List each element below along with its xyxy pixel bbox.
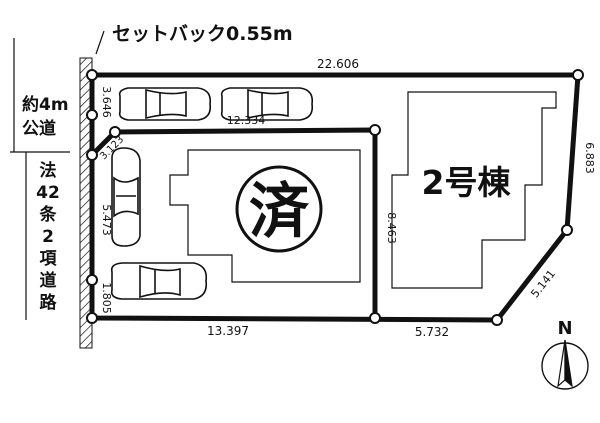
road-legal-char: 項 <box>40 249 58 269</box>
corner-marker <box>86 312 98 324</box>
sold-stamp-text: 済 <box>249 177 310 247</box>
building-footprint-lot-1 <box>169 149 361 283</box>
north-arrow-needle-left <box>557 339 566 388</box>
dimension-bottom-left: 13.397 <box>207 324 249 338</box>
road-legal-char: 道 <box>40 270 57 291</box>
corner-marker <box>86 149 98 161</box>
setback-label: セットバック0.55m <box>112 23 293 45</box>
dimension-inner-top: 12.334 <box>227 114 266 127</box>
road-legal-char: 路 <box>40 292 58 313</box>
car-icon <box>110 262 208 300</box>
road-width-label: 約4m <box>22 94 69 115</box>
corner-marker <box>369 124 381 136</box>
car-icon <box>118 87 212 121</box>
north-label: N <box>557 318 572 339</box>
corner-marker <box>109 126 121 138</box>
north-arrow: N <box>541 318 589 390</box>
dimension-top: 22.606 <box>317 57 359 71</box>
car-icon <box>111 147 141 247</box>
car-icon <box>220 87 314 121</box>
north-arrow-needle-right <box>564 339 573 388</box>
dimension-bottom-right: 5.732 <box>415 325 449 339</box>
dimension-left-lower: 1.805 <box>100 282 113 314</box>
setback-leader <box>95 30 105 55</box>
road-legal-char: 42 <box>36 183 60 203</box>
corner-marker <box>491 314 503 326</box>
road-legal-label: 法 42 条 2 項 道 路 <box>36 160 60 313</box>
road-type-label: 公道 <box>22 118 56 139</box>
road-legal-char: 条 <box>39 204 58 225</box>
building-footprint-lot-2 <box>391 91 557 289</box>
building-label: 2号棟 <box>422 163 512 202</box>
road-legal-char: 2 <box>42 227 54 247</box>
corner-marker <box>86 69 98 81</box>
road-legal-char: 法 <box>40 160 57 181</box>
dimension-divider: 8.463 <box>385 212 398 244</box>
dimension-left-middle: 5.473 <box>100 204 113 236</box>
sold-stamp-circle <box>235 165 323 253</box>
dimension-left-upper: 3.646 <box>100 86 113 118</box>
corner-marker <box>572 69 584 81</box>
corner-marker <box>561 224 573 236</box>
dimension-right-upper: 6.883 <box>583 142 596 174</box>
corner-marker <box>86 109 98 121</box>
corner-markers <box>86 69 584 326</box>
corner-marker <box>369 312 381 324</box>
corner-marker <box>86 274 98 286</box>
lot-1-boundary <box>90 127 378 318</box>
